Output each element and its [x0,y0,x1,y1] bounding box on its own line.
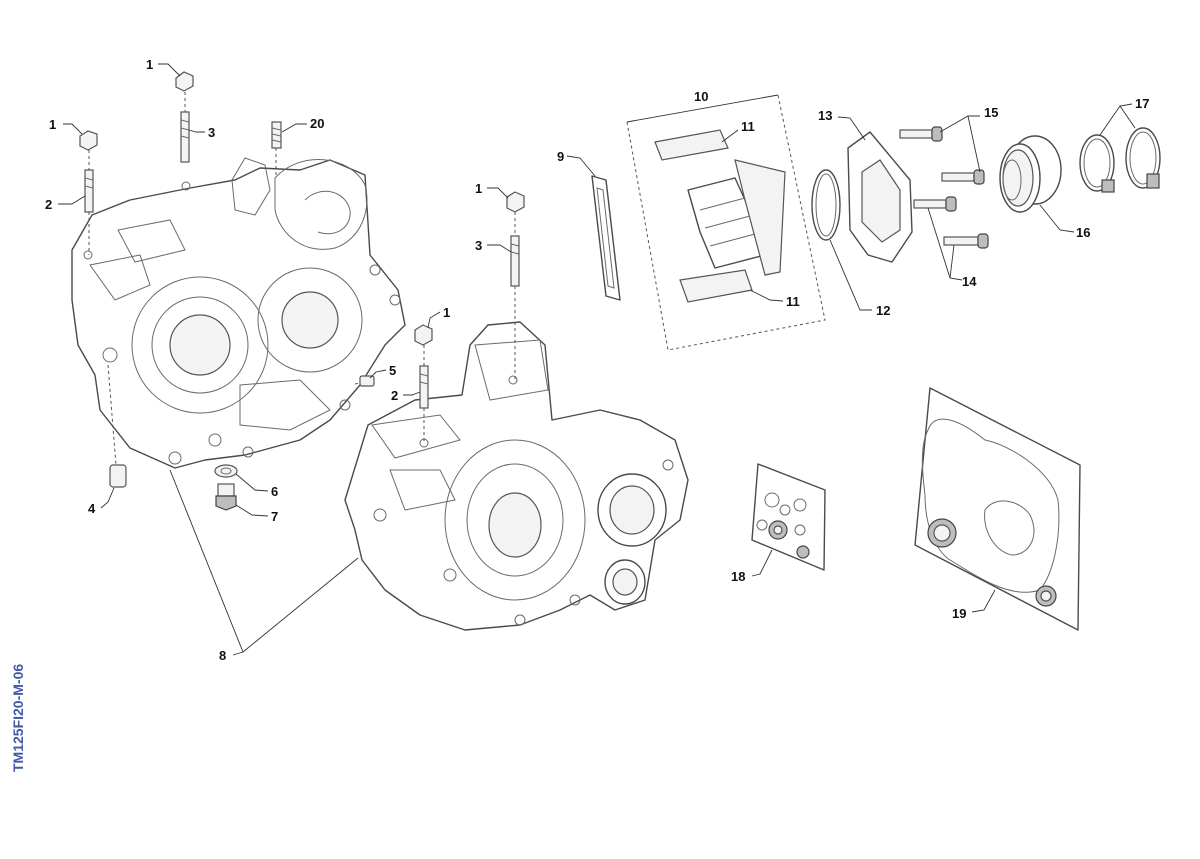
callout-2: 2 [45,197,52,212]
stud-part [84,111,520,409]
callout-6: 6 [271,484,278,499]
callout-14: 14 [962,274,977,289]
nut-part [79,71,525,346]
right-crankcase-half [344,321,689,631]
stud-20-part [271,121,282,149]
callout-3: 3 [208,125,215,140]
callout-13: 13 [818,108,832,123]
callout-5: 5 [389,363,396,378]
callout-18: 18 [731,569,745,584]
callout-2: 2 [391,388,398,403]
callout-20: 20 [310,116,324,131]
left-crankcase-half [71,157,406,469]
sealing-washer-part [214,464,238,478]
callout-7: 7 [271,509,278,524]
hose-clamp-part [1079,127,1161,193]
callout-15: 15 [984,105,998,120]
small-pin-part [359,375,375,387]
gasket-kit-part [914,387,1081,631]
callout-16: 16 [1076,225,1090,240]
leader-lines [58,63,1136,656]
callout-12: 12 [876,303,890,318]
callout-8: 8 [219,648,226,663]
drain-plug-part [215,483,237,511]
callout-17: 17 [1135,96,1149,111]
dowel-pin-part [109,464,127,488]
callout-11: 11 [786,294,800,309]
callout-4: 4 [88,501,96,516]
callout-9: 9 [557,149,564,164]
callout-1: 1 [146,57,153,72]
callout-labels: 1 1 1 1 2 2 3 3 4 5 6 7 8 9 10 11 11 12 … [45,57,1149,663]
callout-1: 1 [475,181,482,196]
intake-manifold-part [999,135,1062,213]
callout-1: 1 [49,117,56,132]
callout-1: 1 [443,305,450,320]
callout-3: 3 [475,238,482,253]
seal-kit-part [751,463,826,571]
screw-part [899,126,989,249]
intake-flange-part [847,131,913,263]
reed-gasket-part [591,175,621,301]
drawing-code-label: TM125FI20-M-06 [10,664,26,772]
reed-valve-group [626,94,826,351]
callout-11: 11 [741,119,755,134]
callout-19: 19 [952,606,966,621]
o-ring-part [811,169,841,241]
callout-10: 10 [694,89,708,104]
